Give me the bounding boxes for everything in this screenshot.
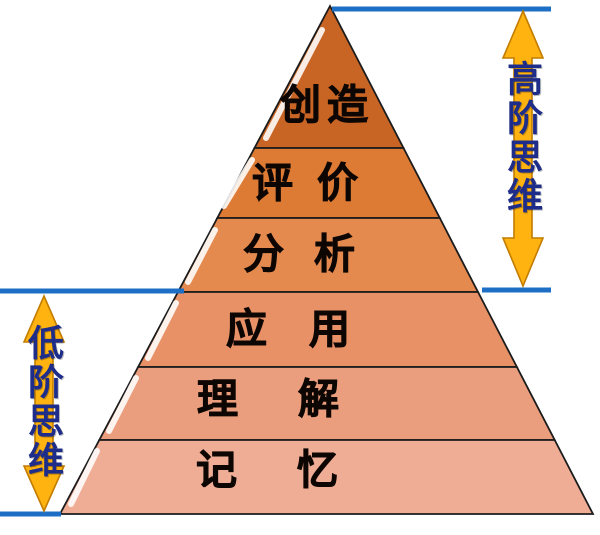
level-label-apply: 应用 <box>226 306 392 352</box>
gloss-highlight <box>68 448 100 507</box>
higher-order-thinking-label: 高阶思维 <box>502 60 543 216</box>
gloss-highlight <box>145 300 179 361</box>
pyramid-level-remember <box>58 439 595 515</box>
lower-order-thinking-label: 低阶思维 <box>23 324 64 480</box>
level-label-analyze: 分析 <box>243 231 385 277</box>
higher-order-arrow <box>501 8 545 289</box>
gloss-highlight <box>185 227 218 285</box>
level-label-evaluate: 评价 <box>252 160 382 206</box>
gloss-highlight <box>263 27 325 141</box>
level-label-understand: 理解 <box>197 376 399 422</box>
lower-order-arrow <box>22 293 66 513</box>
level-label-create: 创造 <box>279 82 374 128</box>
gloss-highlight <box>106 375 139 434</box>
level-label-remember: 记忆 <box>196 447 398 493</box>
gloss-highlight <box>221 157 255 209</box>
